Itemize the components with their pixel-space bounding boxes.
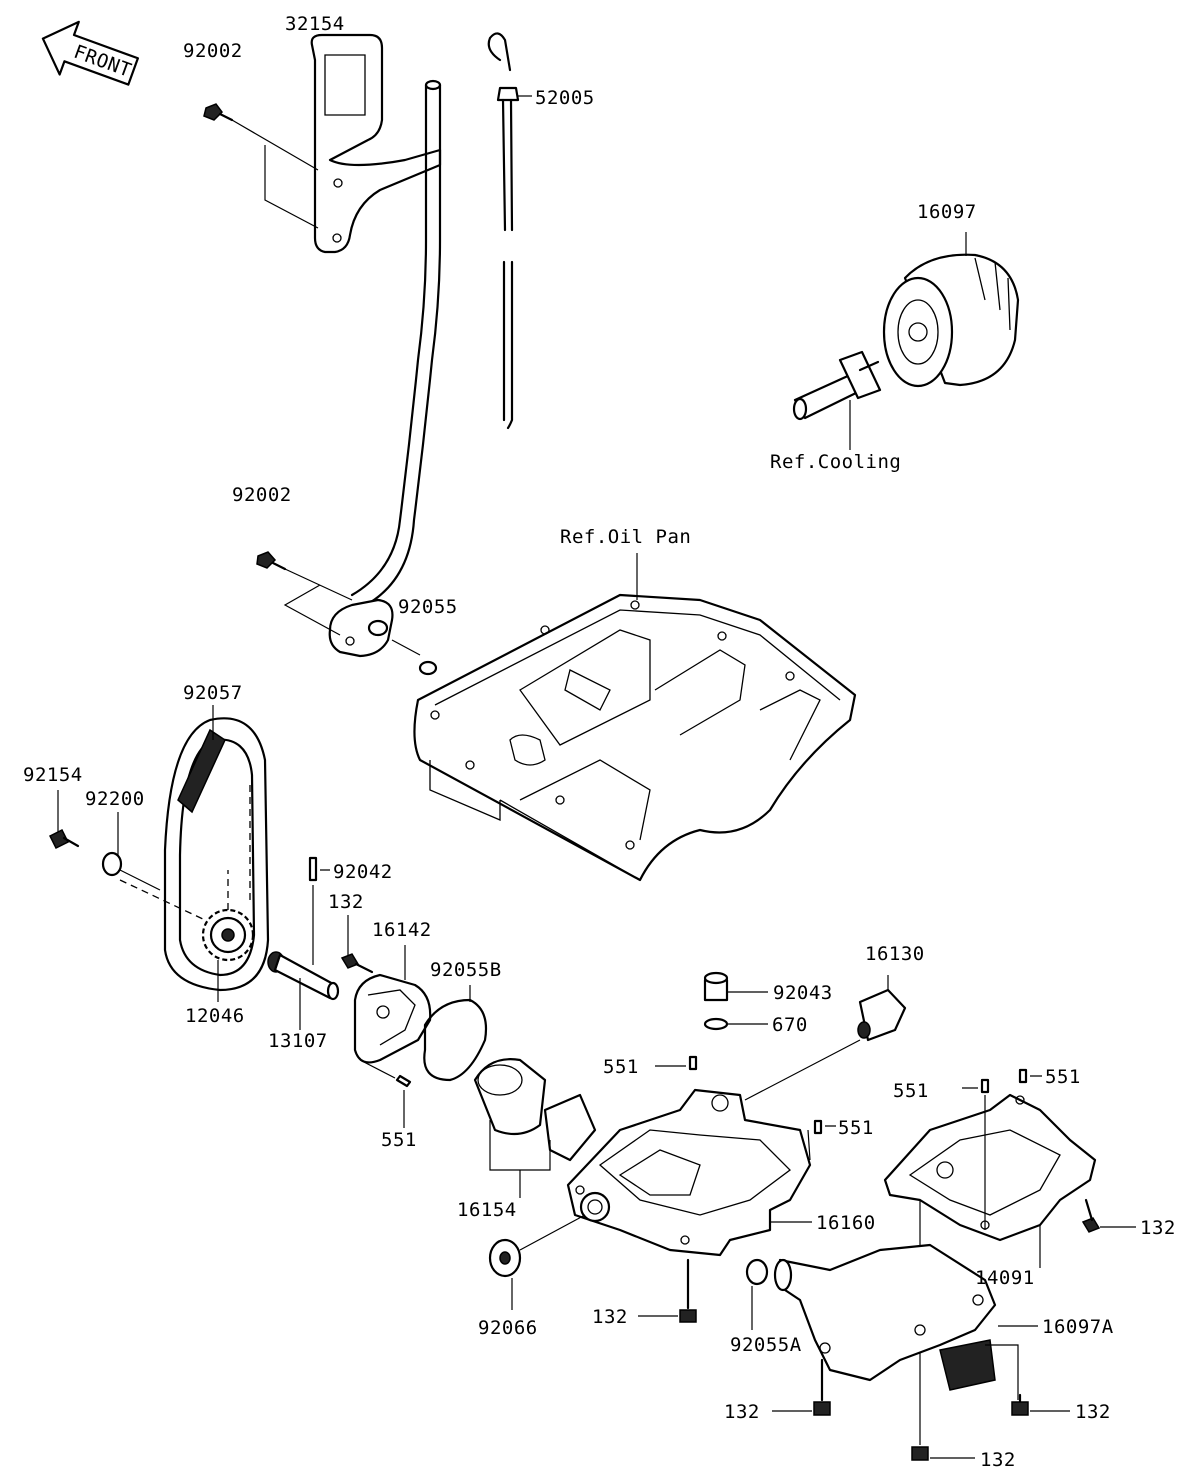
part-label-16130: 16130 [865, 943, 925, 965]
part-label-16160: 16160 [816, 1212, 876, 1234]
bracket-part [310, 33, 442, 254]
part-label-92055B: 92055B [430, 959, 502, 981]
part-label-92200: 92200 [85, 788, 145, 810]
chain-part [163, 717, 270, 992]
dowel-pins [688, 1055, 1028, 1135]
plug-part [488, 1238, 522, 1278]
o-ring-part [703, 1017, 729, 1031]
part-label-16154: 16154 [457, 1199, 517, 1221]
ref-oil-pan-label: Ref.Oil Pan [560, 526, 691, 548]
bolt-part [1011, 1393, 1029, 1416]
dipstick-part [487, 32, 520, 430]
part-label-92042: 92042 [333, 861, 393, 883]
part-label-670: 670 [772, 1014, 808, 1036]
part-label-14091: 14091 [975, 1267, 1035, 1289]
part-label-16097A: 16097A [1042, 1316, 1114, 1338]
front-arrow-icon: FRONT [41, 20, 139, 86]
part-label-132: 132 [592, 1306, 628, 1328]
part-label-16142: 16142 [372, 919, 432, 941]
cover-plate-part [883, 1093, 1097, 1242]
pressure-switch-part [857, 988, 907, 1042]
filler-tube-part [328, 79, 442, 658]
part-label-551: 551 [838, 1117, 874, 1139]
bolt-part [813, 1358, 831, 1416]
washer-part [101, 851, 123, 877]
bolt-part [1081, 1198, 1101, 1233]
part-label-551: 551 [1045, 1066, 1081, 1088]
sprocket-part [201, 908, 255, 962]
oil-pan-reference [413, 593, 857, 882]
part-label-92055: 92055 [398, 596, 458, 618]
part-label-132: 132 [1140, 1217, 1176, 1239]
part-label-551: 551 [893, 1080, 929, 1102]
part-label-551: 551 [381, 1129, 417, 1151]
callout-labels: 32154 92002 52005 16097 92002 92055 9205… [23, 13, 1176, 1471]
bolt-part [911, 1446, 929, 1461]
pump-shaft-part [267, 951, 340, 1001]
part-label-52005: 52005 [535, 87, 595, 109]
bolt-part [256, 551, 287, 571]
oil-filter-part [882, 253, 1020, 388]
part-label-92002: 92002 [183, 40, 243, 62]
part-label-92154: 92154 [23, 764, 83, 786]
part-label-551: 551 [603, 1056, 639, 1078]
bolt-part [340, 953, 374, 974]
pin-part [395, 1074, 412, 1088]
gasket-part [423, 998, 488, 1082]
ref-cooling-label: Ref.Cooling [770, 451, 901, 473]
bolt-part [203, 103, 234, 122]
part-label-92055A: 92055A [730, 1334, 802, 1356]
part-label-12046: 12046 [185, 1005, 245, 1027]
part-label-132: 132 [980, 1449, 1016, 1471]
oil-pump-part [353, 973, 432, 1064]
part-label-92057: 92057 [183, 682, 243, 704]
part-label-32154: 32154 [285, 13, 345, 35]
o-ring-part [745, 1258, 769, 1286]
part-label-13107: 13107 [268, 1030, 328, 1052]
bolt-part [679, 1258, 697, 1323]
part-label-92002: 92002 [232, 484, 292, 506]
part-label-16097: 16097 [917, 201, 977, 223]
union-bolt-part [792, 350, 882, 421]
oil-cooler-cover-part [773, 1243, 997, 1391]
part-label-92066: 92066 [478, 1317, 538, 1339]
part-label-132: 132 [724, 1401, 760, 1423]
strainer-part [473, 1058, 597, 1162]
pump-body-part [566, 1088, 812, 1257]
bolt-part [48, 828, 80, 850]
part-label-132: 132 [328, 891, 364, 913]
part-label-92043: 92043 [773, 982, 833, 1004]
o-ring-part [418, 660, 438, 676]
pin-part [308, 856, 318, 882]
part-label-132: 132 [1075, 1401, 1111, 1423]
